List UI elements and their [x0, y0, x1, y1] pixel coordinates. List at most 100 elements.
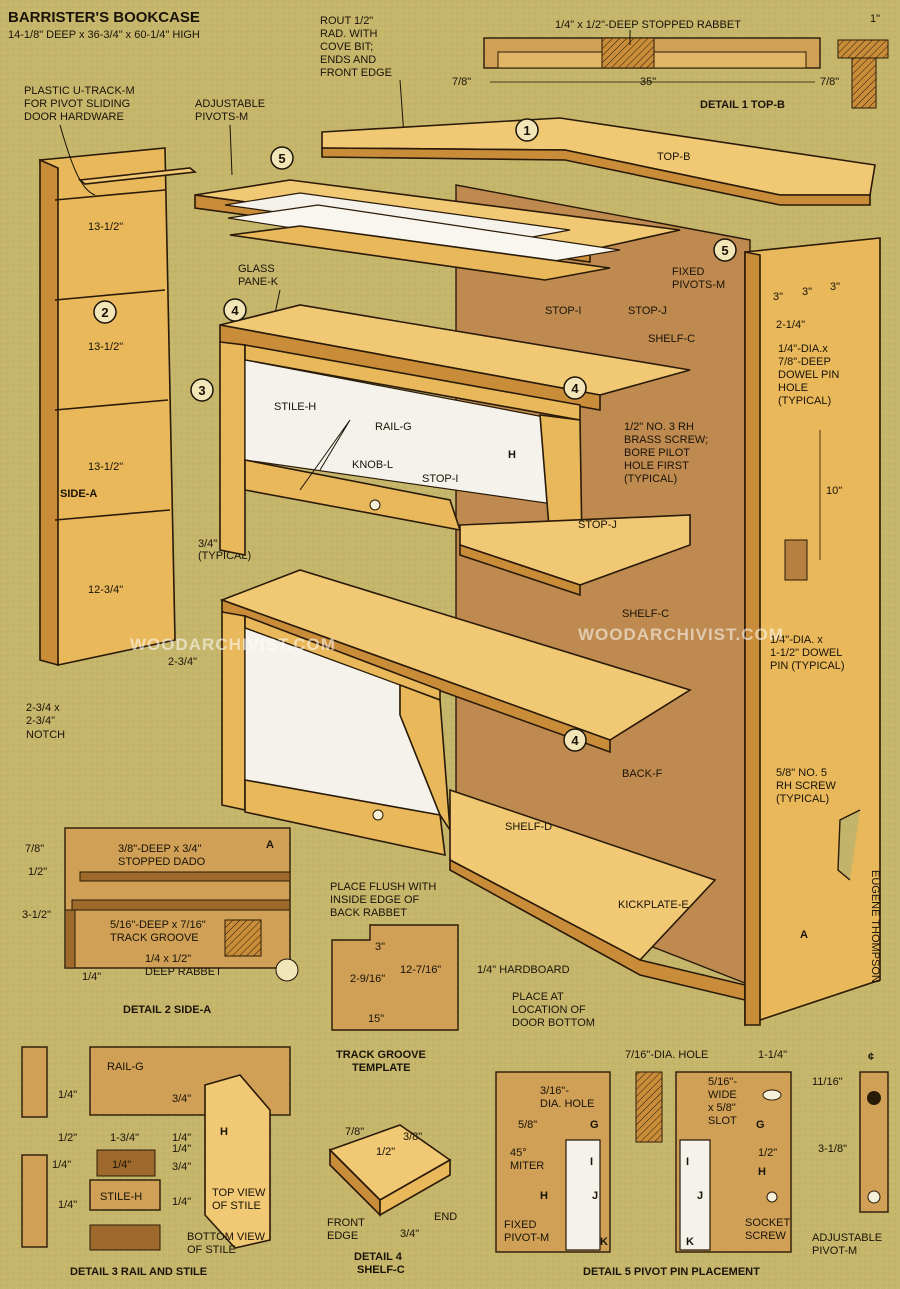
lower-module: SHELF-C BACK-F SHELF-D KICKPLATE-E [219, 569, 746, 1002]
glass-pane-note-2: PANE-K [238, 276, 279, 288]
template-board [331, 924, 459, 1031]
detail3-tenon [96, 1149, 156, 1177]
callout-3: 3 [190, 378, 214, 402]
detail4-title-1: DETAIL 4 [354, 1251, 403, 1263]
detail2-groove-2: TRACK GROOVE [110, 932, 199, 944]
back-f-label: BACK-F [622, 768, 663, 780]
detail5-g-right: G [756, 1119, 765, 1131]
detail5-miter-2: MITER [510, 1160, 544, 1172]
a-right-label: A [800, 929, 808, 941]
detail5-slot-2: WIDE [708, 1089, 737, 1101]
dim-13-1-2-b: 13-1/2" [88, 341, 123, 353]
detail3-dim-4: 1/4" [58, 1199, 77, 1211]
side-a-left: SIDE-A 13-1/2" 13-1/2" 13-1/2" 12-3/4" 2… [39, 147, 197, 668]
detail1-end-tenon [851, 57, 877, 109]
detail3-dim-2: 1/2" [58, 1132, 77, 1144]
svg-text:2: 2 [101, 305, 108, 320]
lower-door-stile-right [399, 683, 452, 833]
adj-pivots-note-2: PIVOTS-M [195, 111, 248, 123]
typical-note-1: 3/4" [198, 538, 217, 550]
utrack-note-2: FOR PIVOT SLIDING [24, 98, 130, 110]
detail5-fixed-1: FIXED [504, 1219, 536, 1231]
detail3-title: DETAIL 3 RAIL AND STILE [70, 1266, 207, 1278]
detail3-h: H [220, 1126, 228, 1138]
side-a-grooves [54, 189, 171, 521]
artist-signature: EUGENE THOMPSON [869, 870, 881, 983]
detail5-slot-1: 5/16"- [708, 1076, 737, 1088]
callout-2: 2 [93, 300, 117, 324]
detail2-rabbet [64, 909, 76, 969]
callout-4-c: 4 [563, 728, 587, 752]
detail1-section [601, 37, 655, 69]
header: BARRISTER'S BOOKCASE 14-1/8" DEEP x 36-3… [8, 9, 200, 41]
detail3-rail-end [21, 1046, 48, 1118]
detail5-dim-1-1-4: 1-1/4" [758, 1049, 787, 1061]
utrack-note-3: DOOR HARDWARE [24, 111, 124, 123]
detail2-dim-7-8: 7/8" [25, 843, 44, 855]
detail5-k-left: K [600, 1236, 608, 1248]
brass-screw-note: 1/2" NO. 3 RH BRASS SCREW; BORE PILOT HO… [624, 421, 708, 485]
template-place-at-3: DOOR BOTTOM [512, 1017, 595, 1029]
detail-4-shelf-c: 7/8" 3/8" 1/2" 3/4" FRONT EDGE END DETAI… [327, 1124, 457, 1276]
detail5-hole-2: DIA. HOLE [540, 1098, 594, 1110]
leader [299, 419, 351, 491]
detail2-dim-3-1-2: 3-1/2" [22, 909, 51, 921]
page-subtitle: 14-1/8" DEEP x 36-3/4" x 60-1/4" HIGH [8, 29, 200, 41]
dim-13-1-2-a: 13-1/2" [88, 221, 123, 233]
side-a-label: SIDE-A [60, 488, 97, 500]
middle-shelf-c-top [459, 514, 691, 586]
shelf-c-top-label: SHELF-C [648, 333, 695, 345]
lower-shelf-c-edge [221, 598, 611, 754]
rail-g-label: RAIL-G [375, 421, 412, 433]
dim-7-8-right: 7/8" [820, 76, 839, 88]
dowel-pin-note-3: PIN (TYPICAL) [770, 660, 845, 672]
detail3-dim-6: 1-3/4" [110, 1132, 139, 1144]
lower-door-rail-bottom [244, 779, 446, 857]
shelf-d-label: SHELF-D [505, 821, 552, 833]
dowel-pin-note-2: 1-1/2" DOWEL [770, 647, 842, 659]
detail3-dim-9: 3/4" [172, 1161, 191, 1173]
dowel-hole-note: 1/4"-DIA.x 7/8"-DEEP DOWEL PIN HOLE (TYP… [778, 343, 839, 407]
detail5-adj-2: PIVOT-M [812, 1245, 857, 1257]
detail4-end: END [434, 1211, 457, 1223]
detail3-dim-8: 1/4" [172, 1143, 191, 1155]
stop-frame [229, 225, 611, 281]
detail3-dim-7: 1/4" [172, 1132, 191, 1144]
template-dim-2-9-16: 2-9/16" [350, 973, 385, 985]
detail1-end-section [837, 39, 889, 59]
detail4-dim-3-8: 3/8" [403, 1131, 422, 1143]
rh-screw-note-2: RH SCREW [776, 780, 837, 792]
svg-text:4: 4 [231, 303, 239, 318]
utrack-note: PLASTIC U-TRACK-M FOR PIVOT SLIDING DOOR… [24, 85, 135, 196]
shelf-c-mid-label: SHELF-C [622, 608, 669, 620]
utrack-note-1: PLASTIC U-TRACK-M [24, 85, 135, 97]
detail2-dim-1-2: 1/2" [28, 866, 47, 878]
detail3-top-view-2: OF STILE [212, 1200, 261, 1212]
svg-text:1: 1 [523, 123, 530, 138]
detail2-rabbet-1: 1/4 x 1/2" [145, 953, 191, 965]
detail5-socket-1: SOCKET [745, 1217, 791, 1229]
detail5-adj-1: ADJUSTABLE [812, 1232, 882, 1244]
detail5-socket [766, 1191, 778, 1203]
dowel-hole-note-4: HOLE [778, 382, 808, 394]
notch-note: 2-3/4 x 2-3/4" NOTCH [26, 702, 65, 741]
detail5-slot-4: SLOT [708, 1115, 737, 1127]
detail3-dim-5: 3/4" [172, 1093, 191, 1105]
callout-4-a: 4 [223, 298, 247, 322]
detail4-dim-1-2: 1/2" [376, 1146, 395, 1158]
dowel-pin-note-1: 1/4"-DIA. x [770, 634, 823, 646]
dim-12-3-4: 12-3/4" [88, 584, 123, 596]
dim-1: 1" [870, 13, 880, 25]
adjustable-pivots-note: ADJUSTABLE PIVOTS-M [195, 98, 265, 176]
detail3-stile [89, 1179, 161, 1211]
brass-note-1: 1/2" NO. 3 RH [624, 421, 694, 433]
detail4-dim-3-4: 3/4" [400, 1228, 419, 1240]
callout-markers: 1 2 3 4 4 4 5 5 [93, 118, 737, 752]
stop-i-mid-label: STOP-I [422, 473, 458, 485]
knob-l-label: KNOB-L [352, 459, 393, 471]
fixed-pivots-note-2: PIVOTS-M [672, 279, 725, 291]
upper-shelf-c-edge [219, 324, 601, 411]
detail5-centerline: ¢ [868, 1051, 874, 1063]
detail3-dim-10: 1/4" [172, 1196, 191, 1208]
detail3-stile-end [21, 1154, 48, 1248]
